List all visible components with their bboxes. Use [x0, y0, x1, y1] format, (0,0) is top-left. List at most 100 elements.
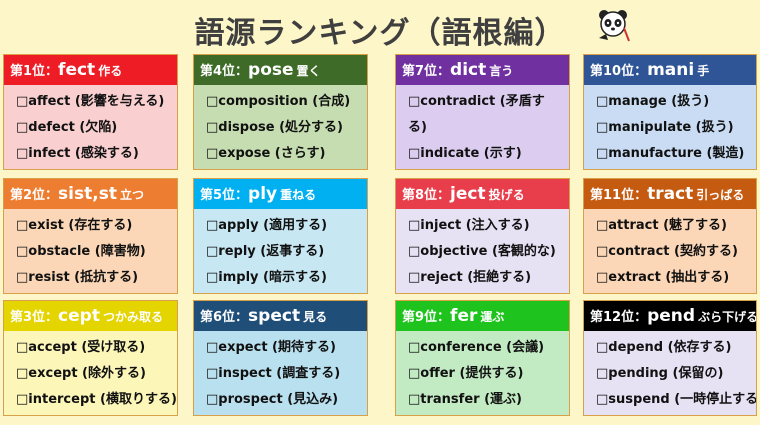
- word-item: □accept (受け取る): [16, 340, 146, 355]
- panda-icon: [599, 10, 630, 42]
- rank-label: 第3位：: [10, 310, 59, 325]
- word-item: □transfer (運ぶ): [408, 392, 522, 407]
- word-item: □indicate (示す): [408, 146, 522, 161]
- word-item: □infect (感染する): [16, 146, 139, 161]
- meaning-label: 置く: [296, 64, 321, 78]
- word-item: □contract (契約する): [596, 244, 738, 259]
- word-item: □attract (魅了する): [596, 218, 727, 233]
- word-item: □offer (提供する): [408, 366, 524, 381]
- root-label: ject: [450, 184, 486, 204]
- meaning-label: 重ねる: [280, 188, 317, 202]
- meaning-label: ぶら下げる: [698, 310, 756, 324]
- word-item: □contradict (矛盾す: [408, 94, 545, 109]
- word-list: □expect (期待する)□inspect (調査する)□prospect (…: [194, 331, 367, 413]
- root-label: fect: [58, 60, 96, 80]
- root-label: mani: [647, 60, 695, 80]
- word-item: □expose (さらす): [206, 146, 326, 161]
- rank-label: 第8位：: [402, 188, 451, 203]
- word-item: □affect (影響を与える): [16, 94, 165, 109]
- word-item: □intercept (横取りする): [16, 392, 177, 407]
- word-item: □except (除外する): [16, 366, 146, 381]
- word-item: □apply (適用する): [206, 218, 328, 233]
- rank-label: 第9位：: [402, 310, 451, 325]
- word-list: □apply (適用する) □reply (返事する) □imply (暗示する): [194, 209, 367, 291]
- word-list: □accept (受け取る) □except (除外する) □intercept (…: [4, 331, 177, 413]
- meaning-label: 投げる: [488, 188, 525, 202]
- word-item: □pending (保留の): [596, 366, 724, 381]
- word-item: □inject (注入する): [408, 218, 530, 233]
- meaning-label: 手: [697, 64, 710, 78]
- word-item: □defect (欠陥): [16, 120, 118, 135]
- word-item: □resist (抵抗する): [16, 270, 139, 285]
- word-list: □conference (会議) □offer (提供する) □transfer (…: [396, 331, 569, 413]
- word-item: □composition (合成): [206, 94, 351, 109]
- word-item: □extract (抽出する): [596, 270, 730, 285]
- word-list: □depend (依存する)□pending (保留の)□suspend (一時…: [584, 331, 756, 413]
- word-item: □prospect (見込み): [206, 392, 339, 407]
- word-list: □attract (魅了する) □contract (契約する) □extract …: [584, 209, 756, 291]
- word-list: □affect (影響を与える) □defect (欠陥) □infect (感染す…: [4, 85, 177, 167]
- meaning-label: 立つ: [119, 188, 144, 202]
- word-item: □reject (拒絶する): [408, 270, 532, 285]
- word-item: □manipulate (扱う): [596, 120, 734, 135]
- word-item: □manage (扱う): [596, 94, 710, 109]
- word-list: □inject (注入する)□objective (客観的な)□reject (…: [396, 209, 569, 291]
- word-item: □predict (予言する): [408, 167, 569, 169]
- word-item: □imply (暗示する): [206, 270, 327, 285]
- root-label: dict: [450, 60, 487, 80]
- meaning-label: 作る: [98, 64, 123, 78]
- word-item: □manufacture (製造): [596, 146, 745, 161]
- rank-label: 第5位：: [200, 188, 249, 203]
- word-list: □manage (扱う) □manipulate (扱う) □manufacture…: [584, 85, 756, 167]
- word-item: □obstacle (障害物): [16, 244, 146, 259]
- rank-label: 第12位：: [590, 310, 648, 325]
- rank-label: 第10位：: [590, 64, 648, 79]
- root-label: ply: [248, 184, 278, 204]
- rank-label: 第7位：: [402, 64, 451, 79]
- root-label: fer: [450, 306, 478, 326]
- word-item: □reply (返事する): [206, 244, 325, 259]
- word-item: □depend (依存する): [596, 340, 732, 355]
- root-label: sist,st: [58, 184, 117, 204]
- rank-label: 第11位：: [590, 188, 648, 203]
- rank-label: 第4位：: [200, 64, 249, 79]
- root-label: spect: [248, 306, 301, 326]
- meaning-label: 引っぱる: [696, 188, 745, 202]
- word-item: □conference (会議): [408, 340, 545, 355]
- meaning-label: 運ぶ: [480, 310, 505, 324]
- rank-label: 第1位：: [10, 64, 59, 79]
- word-item: □inspect (調査する): [206, 366, 341, 381]
- word-item: □dispose (処分する): [206, 120, 343, 135]
- rank-label: 第6位：: [200, 310, 249, 325]
- rank-label: 第2位：: [10, 188, 59, 203]
- word-list: □composition (合成) □dispose (処分する) □expose …: [194, 85, 367, 167]
- root-label: pose: [248, 60, 294, 80]
- meaning-label: 言う: [489, 64, 514, 78]
- root-label: cept: [58, 306, 100, 326]
- meaning-label: つかみ取る: [102, 310, 163, 324]
